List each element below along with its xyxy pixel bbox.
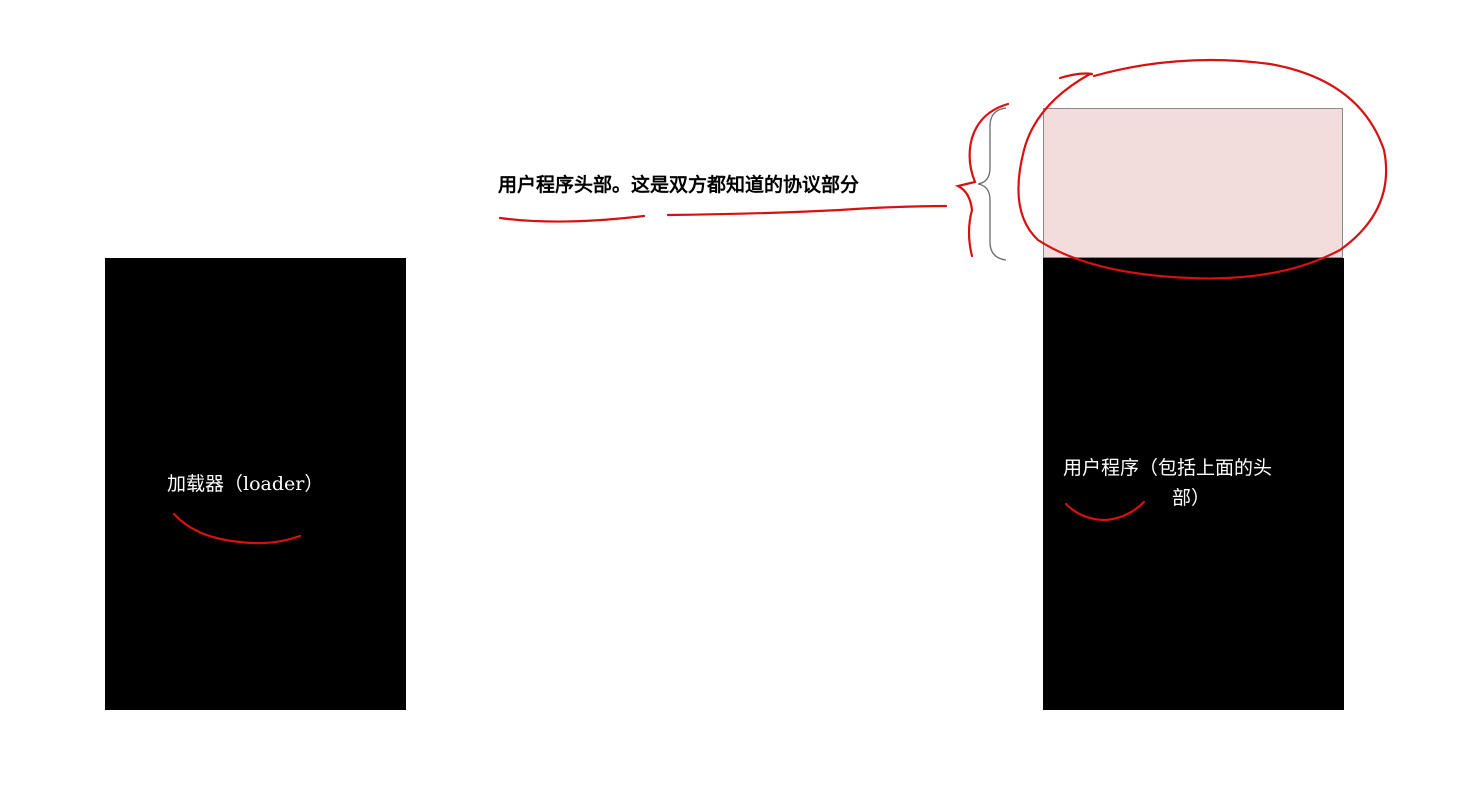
- red-ellipse: [1017, 58, 1388, 280]
- red-underline-2: [666, 204, 948, 217]
- loader-label: 加载器（loader）: [167, 473, 324, 495]
- red-underline-user-program: [1064, 500, 1146, 522]
- loader-block: [105, 258, 406, 710]
- curly-brace: [977, 107, 1007, 261]
- red-underline-loader: [172, 512, 302, 545]
- user-program-header-block: [1043, 108, 1343, 258]
- header-annotation-text: 用户程序头部。这是双方都知道的协议部分: [498, 174, 860, 196]
- red-underline-1: [498, 214, 646, 223]
- user-program-label-line1: 用户程序（包括上面的头: [1063, 457, 1273, 479]
- user-program-label-line2: 部）: [1172, 487, 1211, 509]
- red-ellipse-tail: [1058, 72, 1094, 80]
- user-program-block: [1043, 258, 1344, 710]
- red-brace-scribble: [954, 102, 1010, 258]
